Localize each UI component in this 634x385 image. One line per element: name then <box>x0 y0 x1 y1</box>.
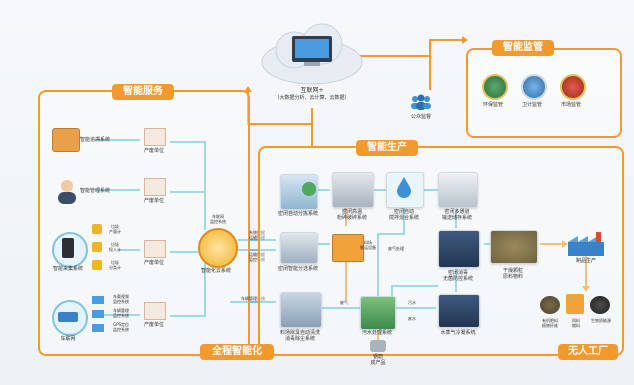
market-emblem-icon <box>560 74 586 100</box>
phone-shape <box>62 238 74 258</box>
footer-unmanned-factory: 无人工厂 <box>558 344 618 360</box>
transport-box-icon <box>332 234 364 262</box>
phone-tag-3: 垃圾 分类计 <box>109 260 121 270</box>
scale-tag-icon <box>92 224 102 234</box>
mid-label-1: 废气处理 <box>388 246 404 251</box>
supervision-label-health: 卫计监管 <box>521 102 542 108</box>
manager-icon <box>54 178 80 204</box>
trace-system-label: 智能追溯系统 <box>80 137 111 143</box>
factory-label: 制品生产 <box>575 258 596 264</box>
environment-emblem-icon <box>482 74 508 100</box>
module-yard-transport: 料场 搬运设备 <box>360 240 376 250</box>
management-system-label: 智能管理系统 <box>80 188 111 194</box>
car-tag-3: GPS定位 监控系统 <box>112 322 130 332</box>
smart-production-title: 智能生产 <box>356 140 418 156</box>
sorting-module-image <box>280 174 318 210</box>
mid-label-2: 废气 <box>340 300 348 305</box>
cloud-system-label: 智能化云系统 <box>200 268 231 274</box>
collection-system-label: 智能采集系统 <box>52 266 83 272</box>
pellet-image <box>490 230 538 264</box>
gps-monitor-icon <box>92 324 104 332</box>
people-icon <box>409 94 433 110</box>
module-mixing: 密闭自动 搅拌混合系统 <box>388 209 419 221</box>
module-crushing: 密闭高温 粉碎破碎系统 <box>336 209 367 221</box>
storage-module-image <box>438 172 478 208</box>
car-tag-1: 车载视频 监控系统 <box>113 294 129 304</box>
product-out-label: 钢筋 成产品 <box>370 354 386 366</box>
car-tag-2: 车辆管理 监控系统 <box>113 308 129 318</box>
link-label-top: 车联网 监控系统 <box>210 214 226 224</box>
producer-unit-icon-4 <box>144 302 166 320</box>
smart-supervision-title: 智能监管 <box>492 40 554 56</box>
selection-module-image <box>280 232 318 264</box>
mid-label-4: 废水 <box>408 316 416 321</box>
trace-system-icon <box>52 128 80 152</box>
recycle-icon <box>302 182 316 196</box>
producer-unit-3: 产废单位 <box>143 260 164 266</box>
output-product-icon <box>370 340 386 352</box>
module-disinfection: 密闭消毒 无菌防控系统 <box>442 270 473 282</box>
phone-tag-2: 垃圾 投入计 <box>109 242 121 252</box>
condensation-module-image <box>438 294 480 328</box>
module-storage: 密闭多通道 输送储存系统 <box>441 209 472 221</box>
product-fertilizer: 有机肥料 植物纤维 <box>542 318 558 328</box>
tag-group <box>88 222 118 278</box>
cloud-system-hub-icon <box>198 228 238 268</box>
wastewater-module-image <box>360 296 396 330</box>
water-drop-icon <box>396 176 412 198</box>
link-label-bottom: 车辆管理系统 <box>241 296 265 301</box>
producer-unit-2: 产废单位 <box>143 198 164 204</box>
crushing-module-image <box>332 172 374 208</box>
feed-icon <box>566 294 584 314</box>
producer-unit-icon-2 <box>144 178 166 196</box>
module-sorting: 密闭自动分拣系统 <box>277 211 318 217</box>
producer-unit-icon-1 <box>144 128 166 146</box>
fertilizer-icon <box>540 296 560 314</box>
link-label-mid1: 系统数据 运输管理 <box>249 230 265 240</box>
public-supervision-label: 公众监督 <box>410 114 431 120</box>
bin-tag-icon <box>92 242 102 252</box>
module-selection: 密闭智能分选系统 <box>277 266 318 272</box>
mid-label-3: 污水 <box>408 300 416 305</box>
biomass-icon <box>590 296 610 314</box>
disinfection-module-image <box>438 230 480 268</box>
truck-icon <box>58 312 78 322</box>
producer-unit-icon-3 <box>144 240 166 258</box>
product-feed: 饲料 燃料 <box>572 318 580 328</box>
deodorize-module-image <box>280 292 322 328</box>
supervision-label-environment: 环保监管 <box>482 102 503 108</box>
monitor-icons <box>92 296 106 336</box>
factory-icon <box>566 232 606 256</box>
module-wastewater: 污水处理系统 <box>361 330 392 336</box>
cloud-icon <box>258 22 366 86</box>
cloud-title: 互联网+ <box>300 87 324 94</box>
module-deodorize: 料场除臭自动清洗 消毒除尘系统 <box>279 330 320 342</box>
link-label-mid2: 运输数据 监控系统 <box>249 252 265 262</box>
footer-full-intelligent: 全程智能化 <box>200 344 274 360</box>
pellet-label: 干燥颗粒 原料物料 <box>502 268 523 280</box>
vehicle-network-label: 车联网 <box>60 336 76 342</box>
supervision-label-market: 市场监管 <box>560 102 581 108</box>
product-biomass: 生物质能源 <box>591 318 611 323</box>
vehicle-monitor-icon <box>92 310 104 318</box>
module-condensation: 水蒸气冷凝系统 <box>440 330 476 336</box>
cloud-subtitle: （大数据分析、云计算、云数据） <box>274 95 350 101</box>
sort-tag-icon <box>92 260 102 270</box>
video-monitor-icon <box>92 296 104 304</box>
producer-unit-1: 产废单位 <box>143 148 164 154</box>
smart-service-title: 智能服务 <box>112 84 174 100</box>
health-emblem-icon <box>521 74 547 100</box>
producer-unit-4: 产废单位 <box>143 322 164 328</box>
phone-tag-1: 垃圾 产量计 <box>109 224 121 234</box>
